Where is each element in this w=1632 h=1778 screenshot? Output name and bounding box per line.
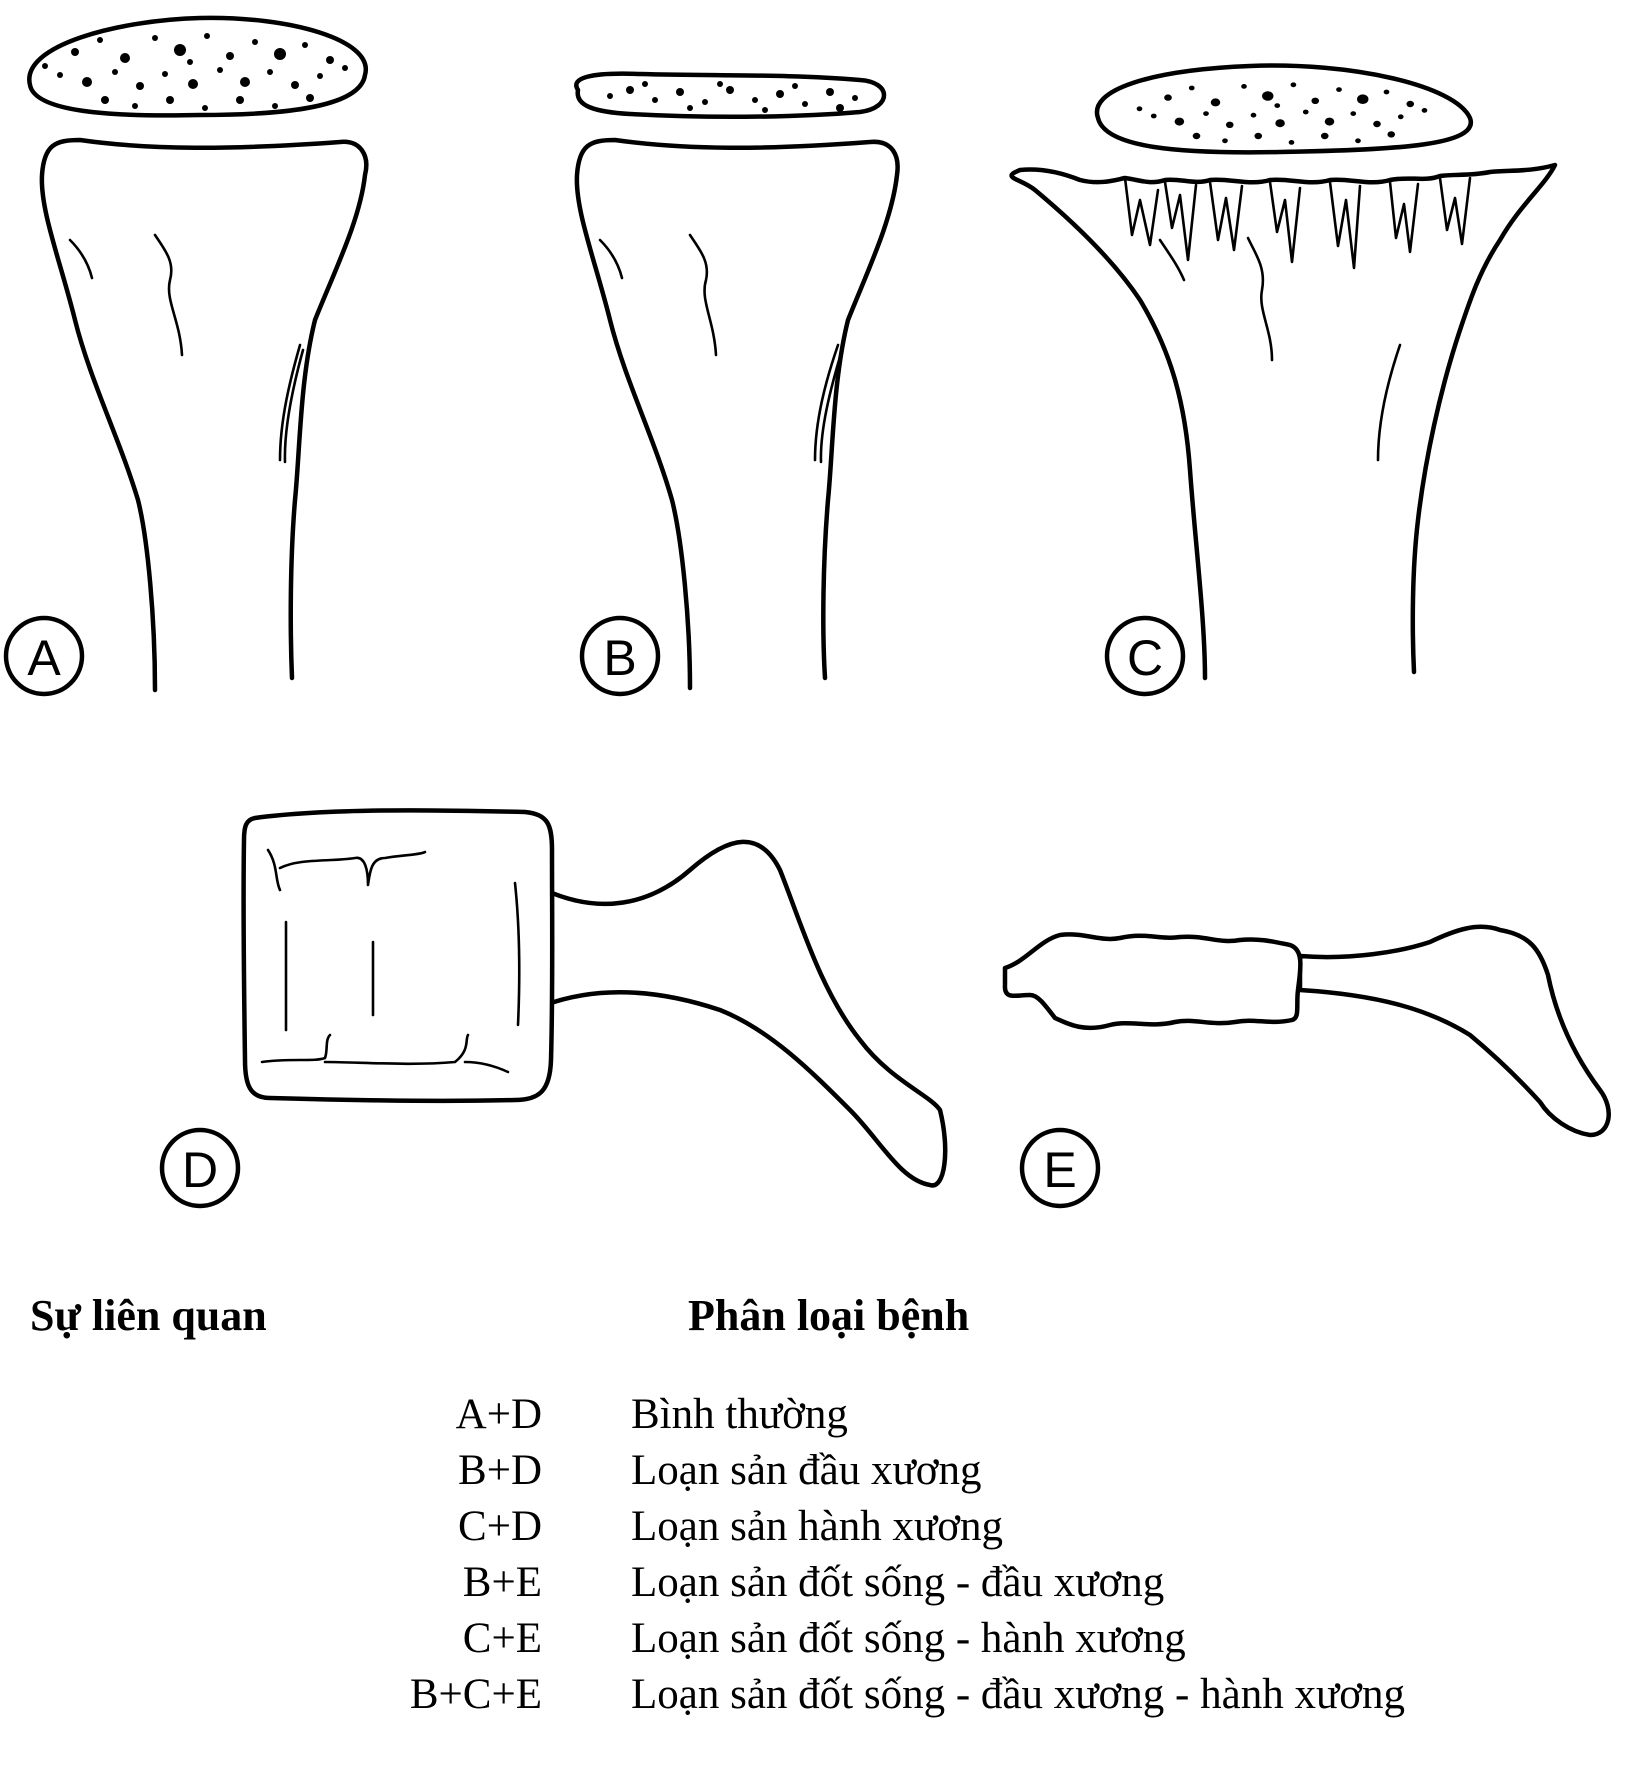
- bone-line-c1: [1158, 238, 1186, 282]
- combo-cell: B+C+E: [409, 1671, 542, 1718]
- bone-line-c3: [1376, 343, 1402, 462]
- table-row: C+D Loạn sản hành xương: [0, 1502, 1632, 1558]
- label-d-text: D: [182, 1142, 218, 1198]
- bone-line-b3: [813, 343, 840, 462]
- table-row: C+E Loạn sản đốt sống - hành xương: [0, 1614, 1632, 1670]
- vertebral-arch-d: [542, 839, 948, 1188]
- diagnosis-cell: Loạn sản đốt sống - đầu xương: [631, 1559, 1165, 1606]
- bone-line-a1: [68, 238, 94, 280]
- heading-association: Sự liên quan: [30, 1291, 267, 1340]
- heading-classification: Phân loại bệnh: [688, 1291, 970, 1340]
- label-a-text: A: [27, 630, 61, 686]
- diagnosis-cell: Loạn sản hành xương: [631, 1503, 1004, 1550]
- vertebral-body-d: [241, 808, 555, 1104]
- metaphysis-spikes-c: [1123, 176, 1472, 270]
- bone-line-c2: [1246, 236, 1274, 362]
- bone-line-d3: [513, 881, 521, 1027]
- table-row: B+D Loạn sản đầu xương: [0, 1446, 1632, 1502]
- epiphysis-dots-b: [607, 81, 858, 113]
- endplate-bottom-d: [260, 1033, 510, 1074]
- label-b-text: B: [603, 630, 636, 686]
- bone-line-a3: [278, 343, 302, 462]
- label-e: E: [1019, 1127, 1101, 1209]
- epiphysis-c: [1094, 63, 1474, 155]
- label-a: A: [3, 615, 85, 697]
- combo-cell: A+D: [455, 1391, 542, 1438]
- classification-table: A+D Bình thường B+D Loạn sản đầu xương C…: [0, 1390, 1632, 1726]
- epiphysis-a: [27, 15, 368, 118]
- label-c: C: [1104, 615, 1186, 697]
- bone-shaft-b: [574, 137, 900, 691]
- label-d: D: [159, 1127, 241, 1209]
- diagnosis-cell: Loạn sản đốt sống - hành xương: [631, 1615, 1186, 1662]
- bone-shaft-c: [1009, 162, 1558, 681]
- table-row: A+D Bình thường: [0, 1390, 1632, 1446]
- bone-shaft-a: [39, 137, 369, 693]
- combo-cell: C+D: [458, 1503, 542, 1550]
- diagnosis-cell: Loạn sản đốt sống - đầu xương - hành xươ…: [631, 1671, 1405, 1718]
- label-e-text: E: [1043, 1142, 1076, 1198]
- label-c-text: C: [1127, 630, 1163, 686]
- panel-e: E: [1002, 924, 1611, 1209]
- bone-illustration: A B C: [3, 15, 1611, 1209]
- combo-cell: C+E: [462, 1615, 542, 1662]
- vertebral-arch-e: [1297, 924, 1611, 1138]
- diagnosis-cell: Bình thường: [631, 1391, 848, 1438]
- panel-b: B: [574, 71, 900, 697]
- table-row: B+C+E Loạn sản đốt sống - đầu xương - hà…: [0, 1670, 1632, 1726]
- panel-c: C: [1009, 63, 1558, 697]
- table-row: B+E Loạn sản đốt sống - đầu xương: [0, 1558, 1632, 1614]
- bone-line-a2: [153, 233, 184, 357]
- bone-line-b1: [598, 238, 624, 280]
- combo-cell: B+D: [458, 1447, 542, 1494]
- bone-line-b4: [819, 348, 844, 464]
- bone-line-b2: [688, 233, 718, 357]
- bone-line-a4: [283, 348, 305, 464]
- combo-cell: B+E: [462, 1559, 542, 1606]
- panel-a: A: [3, 15, 369, 697]
- endplate-top-d: [266, 848, 427, 892]
- label-b: B: [579, 615, 661, 697]
- panel-d: D: [159, 808, 948, 1209]
- vertebral-body-e: [1002, 932, 1303, 1031]
- diagnosis-cell: Loạn sản đầu xương: [631, 1447, 982, 1494]
